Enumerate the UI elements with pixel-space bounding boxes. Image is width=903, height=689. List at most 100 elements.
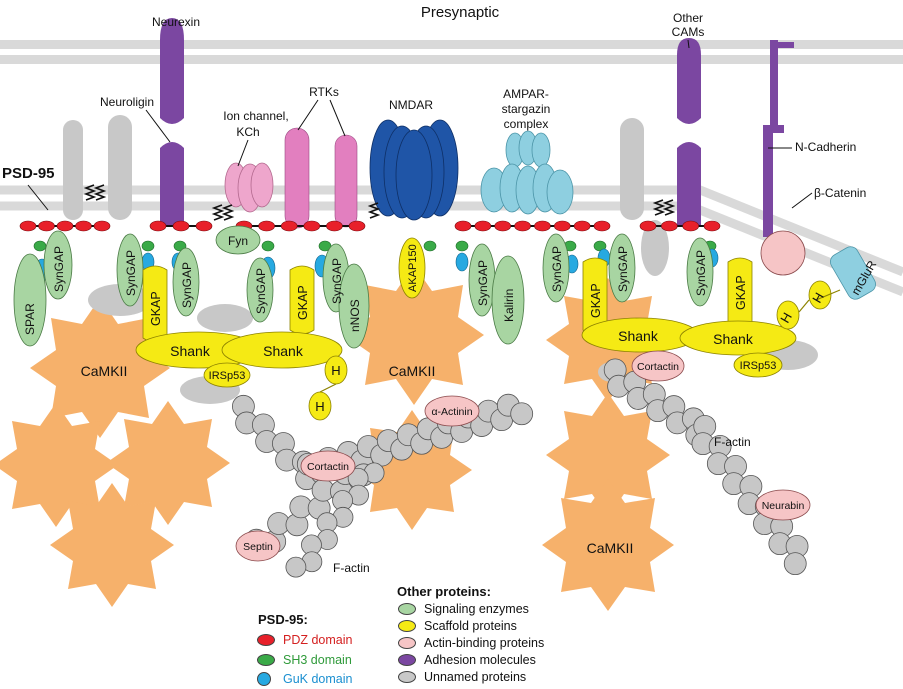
label-septin: Septin xyxy=(243,541,273,553)
label-gkap-1: GKAP xyxy=(149,291,163,326)
label-nmdar: NMDAR xyxy=(389,98,433,112)
f-actin-filament-right xyxy=(603,358,809,576)
label-syngap-5: SynGAP xyxy=(330,258,344,304)
pdz-domain xyxy=(661,220,678,232)
presynaptic-membrane xyxy=(0,40,903,64)
label-f-actin-1: F-actin xyxy=(333,561,370,575)
scaffold-proteins-swatch xyxy=(398,620,416,632)
pdz-domain xyxy=(172,220,190,232)
diagram-labels: Presynaptic Neurexin Neuroligin Ion chan… xyxy=(2,4,879,575)
label-shank-4: Shank xyxy=(713,331,754,347)
camkii-holoenzyme xyxy=(546,393,670,517)
camkii-holoenzyme xyxy=(542,479,674,611)
pdz-domain xyxy=(454,220,472,232)
label-gkap-2: GKAP xyxy=(296,285,310,320)
label-n-cadherin: N-Cadherin xyxy=(795,140,856,154)
pdz-domain xyxy=(593,220,611,232)
nmdar xyxy=(369,119,459,221)
grey-membrane-proteins xyxy=(63,115,644,220)
actin-bead xyxy=(510,402,534,426)
label-beta-catenin: β-Catenin xyxy=(814,186,866,200)
label-presynaptic: Presynaptic xyxy=(421,4,500,21)
adhesion-molecules-swatch xyxy=(398,654,416,666)
camkii-clusters xyxy=(0,265,674,611)
label-f-actin-2: F-actin xyxy=(714,435,751,449)
leader-lines xyxy=(27,39,813,211)
label-gkap-3: GKAP xyxy=(589,283,603,318)
pdz-domain xyxy=(280,220,298,232)
label-shank-1: Shank xyxy=(170,343,211,359)
label-syngap-7: SynGAP xyxy=(550,246,564,292)
camkii-holoenzyme xyxy=(30,298,170,438)
actin-bead xyxy=(783,552,807,576)
label-ion-channel-1: Ion channel, xyxy=(223,109,288,123)
legend-other-item-adhesion: Adhesion molecules xyxy=(424,653,536,667)
legend-other-item-signaling: Signaling enzymes xyxy=(424,602,529,616)
legend-psd95-item-sh3: SH3 domain xyxy=(283,653,352,667)
label-rtks: RTKs xyxy=(309,85,339,99)
label-syngap-3: SynGAP xyxy=(180,262,194,308)
pdz-domain xyxy=(474,220,492,232)
akap150 xyxy=(398,237,426,299)
pdz-domain xyxy=(326,220,343,232)
other-cams-postsynaptic xyxy=(677,142,701,225)
actin-binding-proteins xyxy=(235,230,811,562)
neuroligin xyxy=(160,142,184,225)
label-nnos: nNOS xyxy=(348,299,362,332)
label-homer-2: H xyxy=(315,399,324,414)
legend-other-title: Other proteins: xyxy=(397,584,491,599)
psd95-chains xyxy=(19,220,721,232)
label-camkii-2: CaMKII xyxy=(389,363,436,379)
label-ampar-1: AMPAR- xyxy=(503,87,549,101)
guk-domain-swatch xyxy=(257,672,271,686)
label-other-cams-2: CAMs xyxy=(672,25,705,39)
ampar-complex xyxy=(480,130,574,215)
pdz-domain xyxy=(348,220,366,232)
label-ampar-2: stargazin xyxy=(502,102,551,116)
pdz-domain xyxy=(258,220,275,232)
pdz-domain xyxy=(93,220,111,232)
label-fyn: Fyn xyxy=(228,234,248,248)
mglur xyxy=(830,246,876,300)
camkii-holoenzyme xyxy=(344,265,484,405)
label-shank-3: Shank xyxy=(618,328,659,344)
label-neuroligin: Neuroligin xyxy=(100,95,154,109)
label-syngap-6: SynGAP xyxy=(476,260,490,306)
label-camkii-1: CaMKII xyxy=(81,363,128,379)
homer-links xyxy=(319,289,841,393)
pdz-domain xyxy=(553,220,571,232)
legend-other-item-scaffold: Scaffold proteins xyxy=(424,619,517,633)
pdz-domain xyxy=(494,220,512,232)
actin-binding-swatch xyxy=(398,637,416,649)
legend-psd95-item-pdz: PDZ domain xyxy=(283,633,353,647)
label-psd95: PSD-95 xyxy=(2,165,55,182)
actin-bead xyxy=(285,556,307,578)
camkii-holoenzyme xyxy=(106,401,230,525)
pdz-domain xyxy=(149,220,167,232)
label-syngap-8: SynGAP xyxy=(616,246,630,292)
camkii-holoenzyme xyxy=(0,403,118,527)
sh3-domain-swatch xyxy=(257,654,275,666)
label-spar: SPAR xyxy=(23,303,37,335)
label-gkap-4: GKAP xyxy=(734,275,748,310)
camkii-holoenzyme xyxy=(50,483,174,607)
pdz-domain xyxy=(639,220,657,232)
other-cams-presynaptic xyxy=(677,38,701,124)
label-syngap-2: SynGAP xyxy=(124,250,138,296)
pdz-domain xyxy=(195,220,213,232)
label-irsp53-2: IRSp53 xyxy=(740,360,777,372)
label-shank-2: Shank xyxy=(263,343,304,359)
signaling-enzymes-swatch xyxy=(398,603,416,615)
neurexin xyxy=(160,18,184,124)
label-ion-channel-2: KCh xyxy=(236,125,259,139)
palmitoyl-linkers xyxy=(83,184,676,221)
label-alpha-actinin: α-Actinin xyxy=(431,406,472,418)
pdz-domain-swatch xyxy=(257,634,275,646)
pdz-domain xyxy=(514,220,531,232)
legend-psd95-item-guk: GuK domain xyxy=(283,672,353,686)
pdz-domain xyxy=(19,220,37,232)
unnamed-proteins-swatch xyxy=(398,671,416,683)
pdz-domain xyxy=(75,220,92,232)
